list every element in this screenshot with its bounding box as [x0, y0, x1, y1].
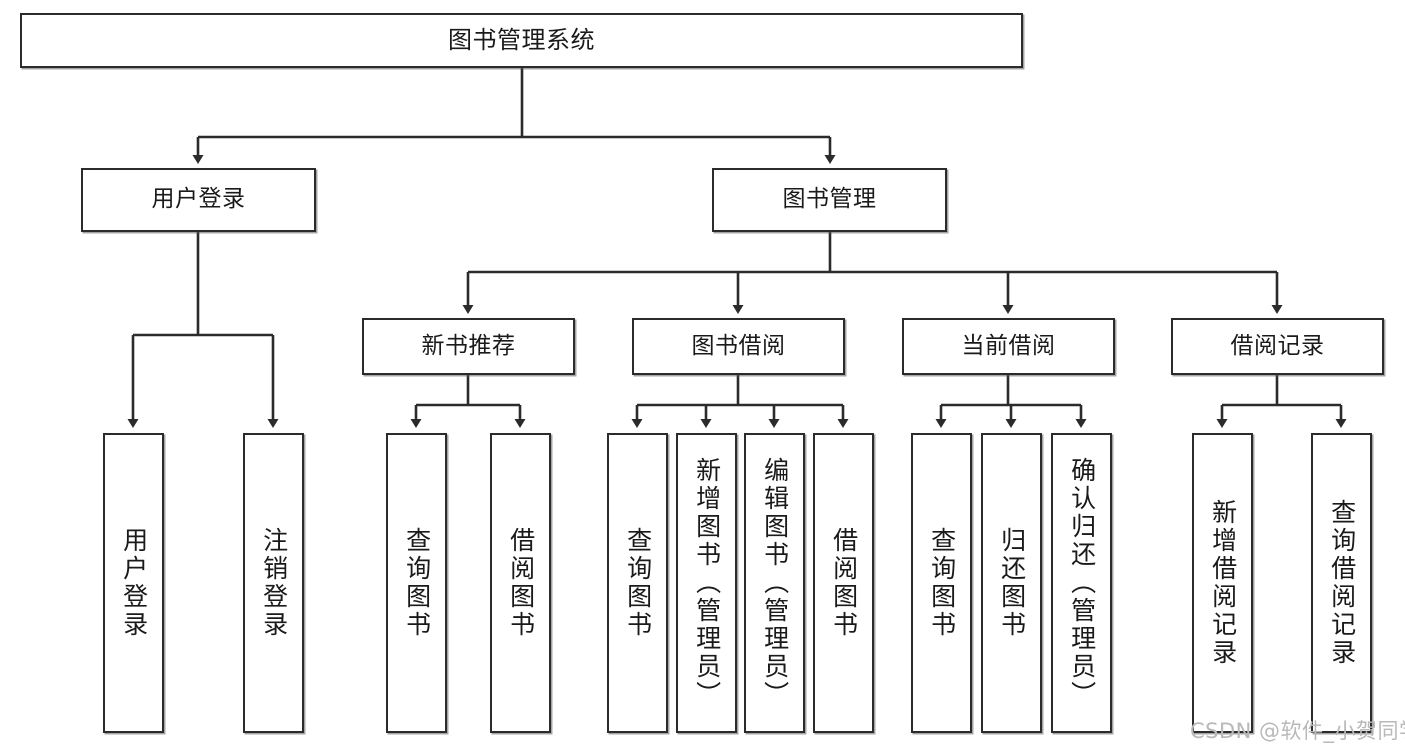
- node-leaf-user-login-login[interactable]: 用户登录: [103, 433, 164, 733]
- node-label: 借阅图书: [506, 527, 536, 639]
- node-new-book-recommend[interactable]: 新书推荐: [362, 318, 575, 375]
- node-leaf-record-add[interactable]: 新增借阅记录: [1192, 433, 1253, 733]
- node-label: 归还图书: [997, 527, 1027, 639]
- node-leaf-borrow-edit-book[interactable]: 编辑图书（管理员）: [744, 433, 805, 733]
- node-label: 查询图书: [402, 527, 432, 639]
- node-leaf-borrow-borrow-book[interactable]: 借阅图书: [813, 433, 874, 733]
- node-user-login[interactable]: 用户登录: [81, 168, 316, 232]
- node-label: 图书借阅: [691, 332, 786, 359]
- node-book-management[interactable]: 图书管理: [712, 168, 947, 232]
- node-borrow-record[interactable]: 借阅记录: [1171, 318, 1384, 375]
- node-label: 编辑图书（管理员）: [760, 457, 790, 709]
- node-root-library-system[interactable]: 图书管理系统: [20, 13, 1023, 68]
- node-book-borrow[interactable]: 图书借阅: [632, 318, 845, 375]
- node-label: 图书管理系统: [448, 26, 595, 55]
- node-leaf-current-return-book[interactable]: 归还图书: [981, 433, 1042, 733]
- node-label: 查询借阅记录: [1327, 499, 1357, 667]
- node-label: 当前借阅: [961, 332, 1056, 359]
- node-label: 借阅记录: [1230, 332, 1325, 359]
- node-leaf-new-book-borrow[interactable]: 借阅图书: [490, 433, 551, 733]
- node-leaf-user-login-logout[interactable]: 注销登录: [243, 433, 304, 733]
- node-leaf-record-query[interactable]: 查询借阅记录: [1311, 433, 1372, 733]
- node-leaf-current-query-book[interactable]: 查询图书: [911, 433, 972, 733]
- node-label: 新增借阅记录: [1208, 499, 1238, 667]
- node-label: 查询图书: [927, 527, 957, 639]
- node-current-borrow[interactable]: 当前借阅: [902, 318, 1115, 375]
- node-leaf-current-confirm-return[interactable]: 确认归还（管理员）: [1051, 433, 1112, 733]
- node-label: 新书推荐: [421, 332, 516, 359]
- node-leaf-new-book-query[interactable]: 查询图书: [386, 433, 447, 733]
- node-label: 用户登录: [151, 186, 246, 213]
- node-label: 用户登录: [119, 527, 149, 639]
- node-label: 新增图书（管理员）: [692, 457, 722, 709]
- node-label: 查询图书: [623, 527, 653, 639]
- node-label: 确认归还（管理员）: [1067, 457, 1097, 709]
- watermark: CSDN @软件_小贺同学: [1190, 719, 1405, 743]
- node-leaf-borrow-add-book[interactable]: 新增图书（管理员）: [676, 433, 737, 733]
- node-leaf-borrow-query-book[interactable]: 查询图书: [607, 433, 668, 733]
- node-label: 借阅图书: [829, 527, 859, 639]
- node-label: 图书管理: [782, 186, 877, 213]
- node-label: 注销登录: [259, 527, 289, 639]
